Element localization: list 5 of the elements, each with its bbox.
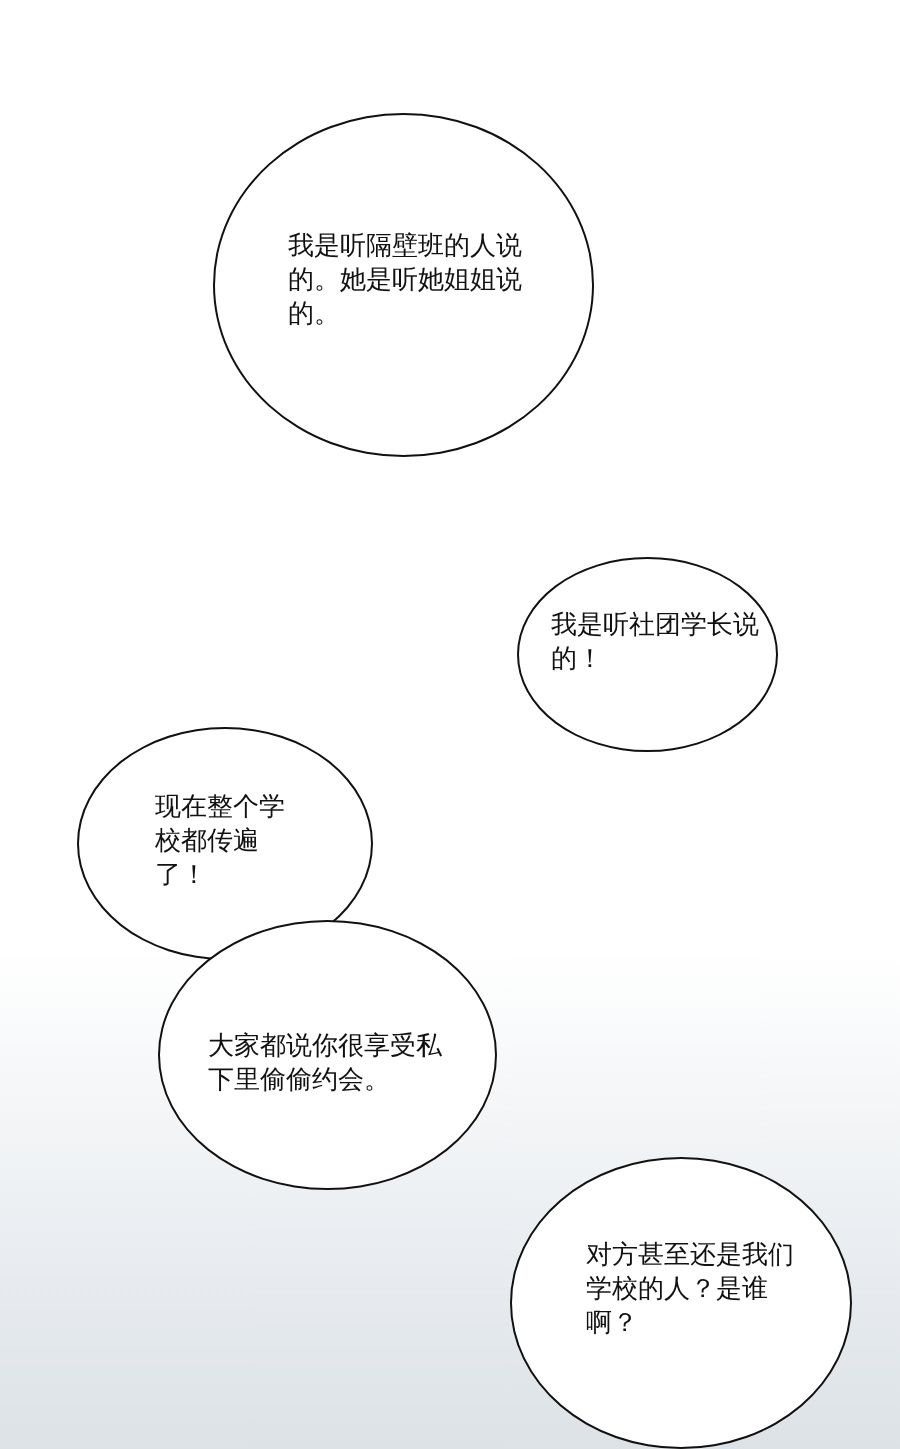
speech-text: 现在整个学校都传遍了！	[155, 790, 286, 891]
speech-text: 对方甚至还是我们学校的人？是谁啊？	[586, 1238, 795, 1339]
speech-text: 我是听隔壁班的人说的。她是听她姐姐说的。	[288, 229, 523, 330]
speech-text: 我是听社团学长说的！	[551, 608, 760, 675]
speech-text: 大家都说你很享受私下里偷偷约会。	[208, 1029, 443, 1096]
